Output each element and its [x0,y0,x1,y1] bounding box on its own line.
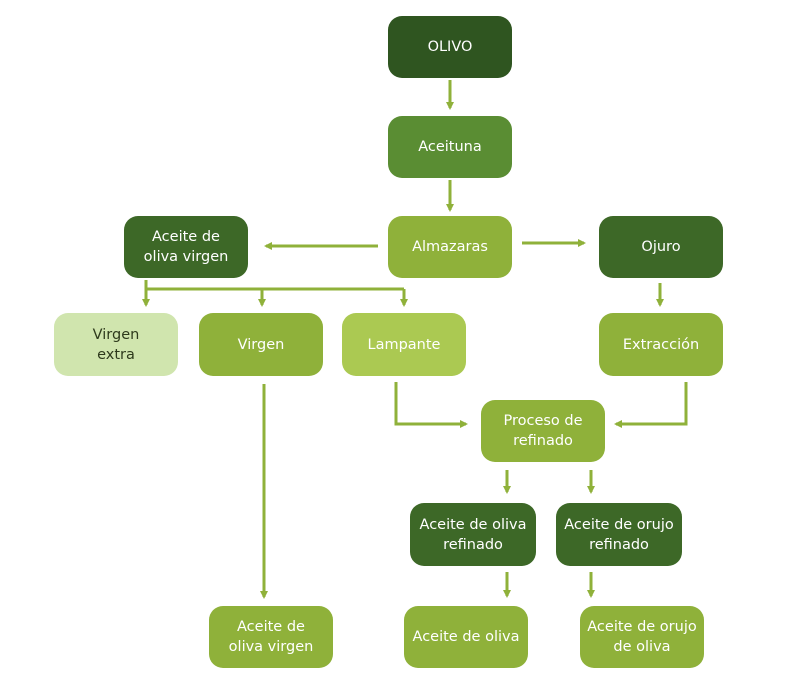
node-aceite-orujo-oliva-label: Aceite de orujo de oliva [587,619,697,655]
node-aceite-oliva-virgen-top: Aceite de oliva virgen [124,216,248,278]
node-aceite-oliva-virgen-bottom-label: Aceite de oliva virgen [228,619,314,655]
node-aceite-oliva-virgen-top-label: Aceite de oliva virgen [143,229,229,265]
node-aceituna: Aceituna [388,116,512,178]
node-aceite-oliva-virgen-bottom: Aceite de oliva virgen [209,606,333,668]
node-aceite-oliva-refinado-label: Aceite de oliva refinado [419,516,527,553]
node-proceso-refinado-label: Proceso de refinado [503,413,583,449]
node-aceituna-label: Aceituna [418,139,482,155]
node-virgen: Virgen [199,313,323,376]
node-lampante-label: Lampante [367,336,441,353]
node-virgen-label: Virgen [237,336,285,353]
node-proceso-refinado: Proceso de refinado [481,400,605,462]
node-aceite-oliva: Aceite de oliva [404,606,528,668]
node-olivo: OLIVO [388,16,512,78]
node-lampante: Lampante [342,313,466,376]
node-extraccion: Extracción [599,313,723,376]
arrow-branch-bar [144,280,404,291]
node-aceite-orujo-refinado: Aceite de orujo refinado [556,503,682,566]
node-aceite-oliva-label: Aceite de oliva [412,629,520,645]
node-almazaras-label: Almazaras [412,239,488,255]
node-olivo-label: OLIVO [427,39,473,55]
node-aceite-oliva-refinado: Aceite de oliva refinado [410,503,536,566]
node-extraccion-label: Extracción [622,336,700,353]
node-aceite-orujo-refinado-label: Aceite de orujo refinado [564,516,674,553]
node-virgen-extra-label: Virgen extra [92,326,140,363]
node-ojuro-label: Ojuro [641,239,681,255]
node-aceite-orujo-oliva: Aceite de orujo de oliva [580,606,704,668]
node-virgen-extra: Virgen extra [54,313,178,376]
arrow-lampante-proceso [394,382,468,428]
arrow-extraccion-proceso [614,382,688,428]
node-ojuro: Ojuro [599,216,723,278]
node-almazaras: Almazaras [388,216,512,278]
